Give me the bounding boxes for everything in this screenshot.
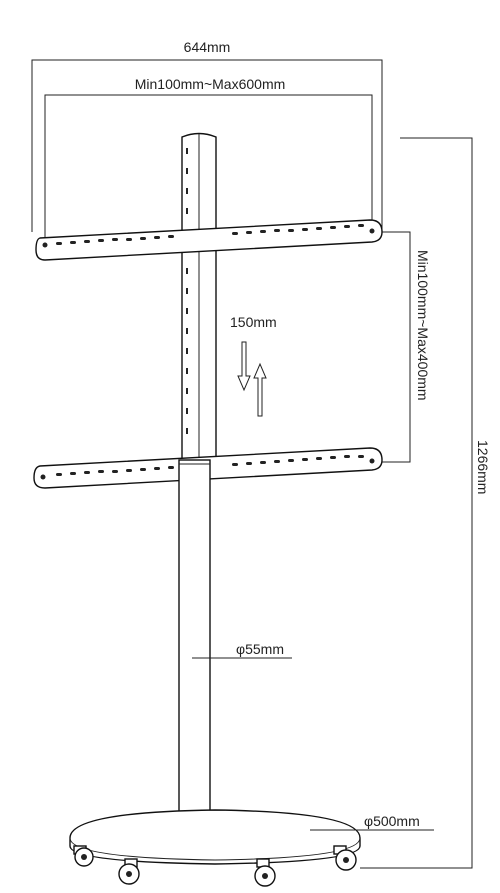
- vertical-vesa-label: Min100mm~Max400mm: [415, 250, 431, 401]
- vertical-vesa-bracket: [378, 231, 411, 463]
- total-height-label: 1266mm: [475, 440, 491, 494]
- pole-diameter-label: φ55mm: [236, 641, 284, 657]
- overall-width-label: 644mm: [184, 39, 231, 55]
- horizontal-vesa-frame: [44, 94, 373, 238]
- upper-column: [181, 132, 217, 461]
- total-height-bracket: [360, 137, 473, 869]
- caster-wheel: [73, 845, 94, 867]
- adjust-arrows-icon: [237, 341, 267, 417]
- base-plate: [69, 809, 361, 865]
- caster-wheel: [118, 858, 140, 885]
- overall-width-frame: [31, 59, 383, 232]
- top-mounting-bar: [35, 219, 383, 261]
- base-diameter-label: φ500mm: [364, 813, 420, 829]
- horizontal-vesa-label: Min100mm~Max600mm: [135, 76, 286, 92]
- caster-wheel: [333, 845, 357, 871]
- adjust-step-label: 150mm: [230, 314, 277, 330]
- caster-wheel: [254, 858, 276, 887]
- lower-pole: [178, 459, 211, 826]
